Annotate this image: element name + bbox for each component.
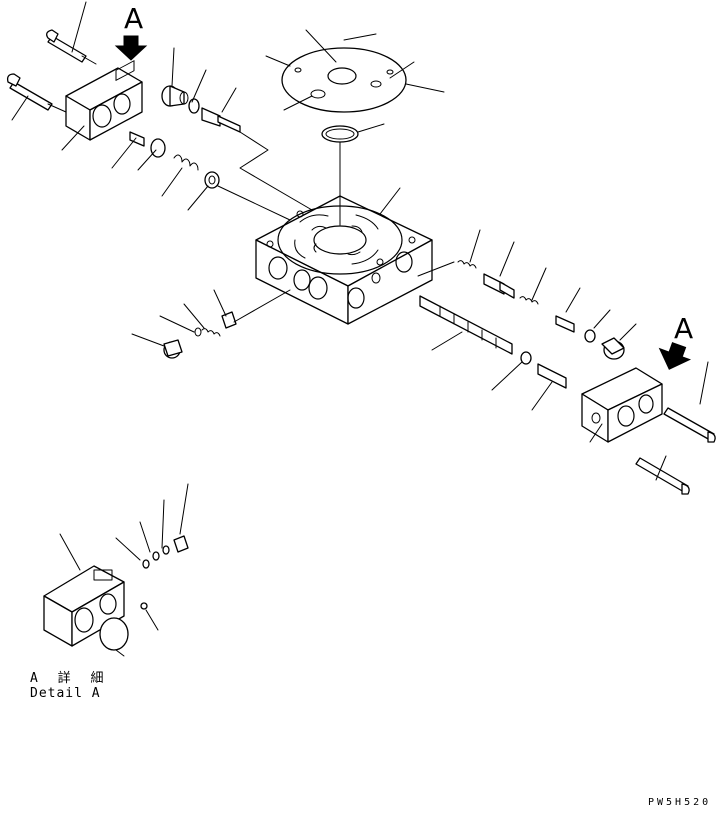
detail-a-assembly bbox=[43, 535, 189, 651]
detail-label-english: Detail A bbox=[30, 686, 101, 701]
view-arrow-top bbox=[114, 35, 148, 61]
view-marker-a-right: A bbox=[674, 312, 694, 345]
left-cover-block bbox=[6, 29, 143, 141]
view-arrow-right bbox=[658, 342, 692, 370]
right-side-parts bbox=[417, 260, 625, 389]
detail-label-japanese: A 詳 細 bbox=[30, 671, 110, 686]
left-side-parts bbox=[163, 311, 237, 359]
leader-lines bbox=[11, 1, 709, 657]
drawing-code: PW5H520 bbox=[648, 797, 712, 808]
valve-body bbox=[255, 195, 433, 325]
right-cover-block bbox=[581, 367, 716, 495]
view-marker-a-top: A bbox=[124, 2, 144, 35]
upper-left-small-parts bbox=[129, 85, 241, 189]
top-cover-plate bbox=[281, 47, 407, 226]
